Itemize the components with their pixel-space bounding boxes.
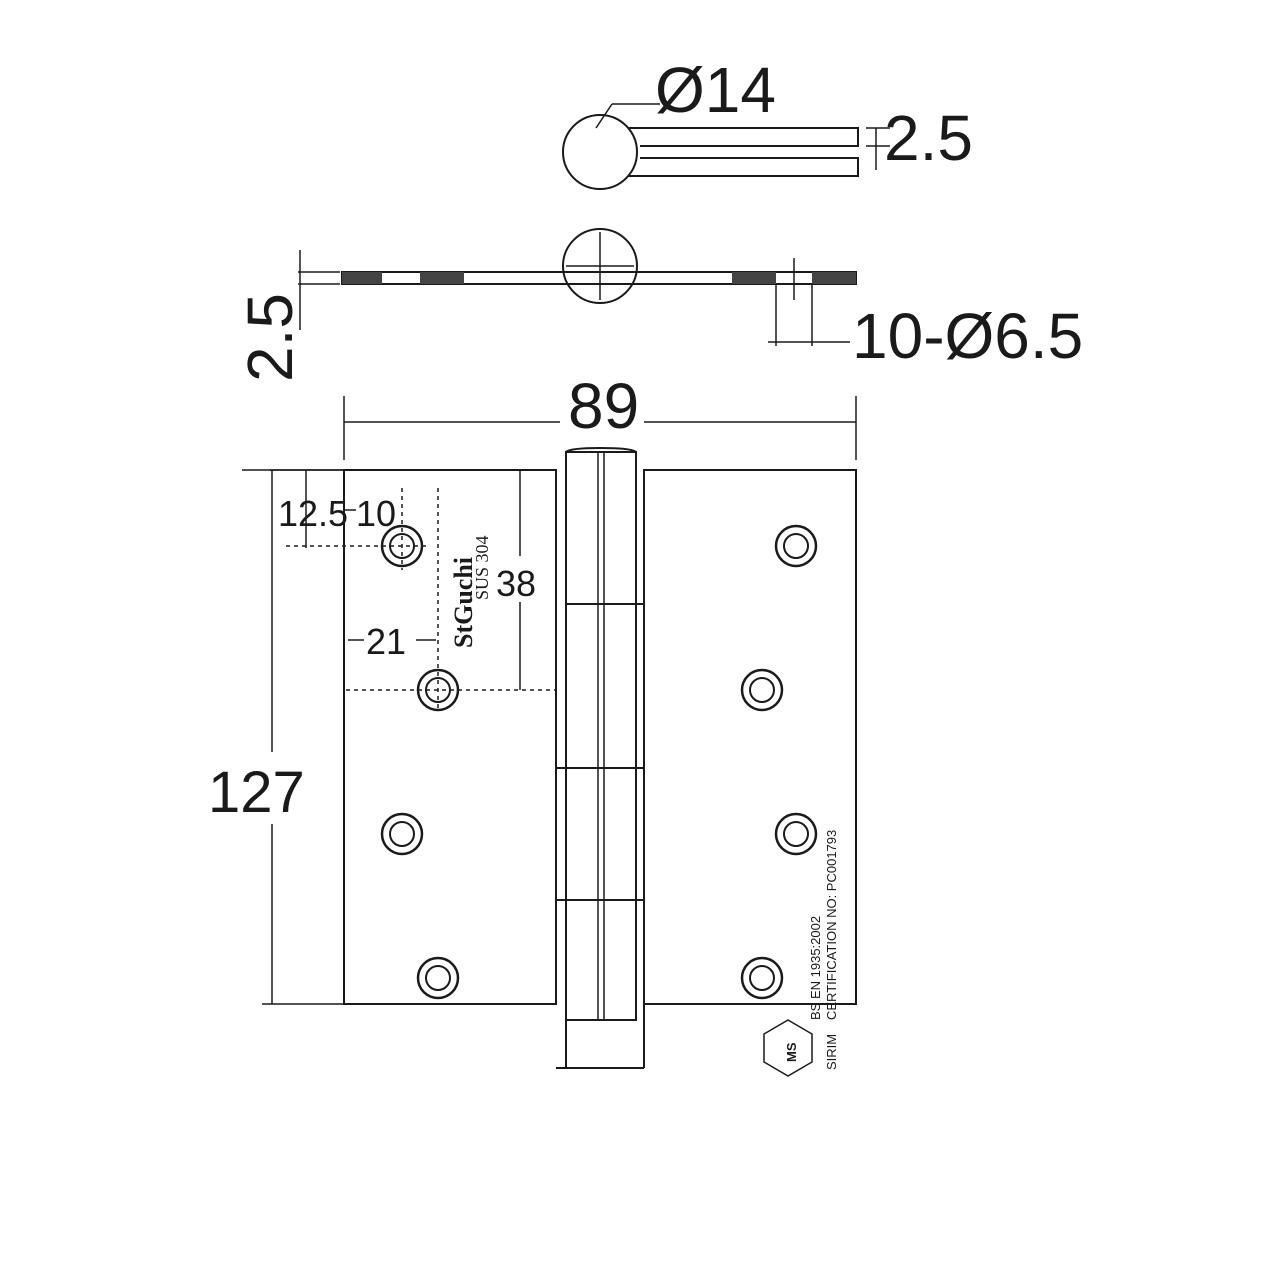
knuckle-circle-open: [562, 228, 638, 304]
hole-l4: [416, 956, 460, 1000]
hatch-4: [812, 272, 856, 284]
hole-r3: [774, 812, 818, 856]
logo-text: MS: [784, 1042, 799, 1062]
left-leaf: [343, 469, 557, 1005]
hole-dimensions: 12.5 10 21 38: [270, 469, 546, 690]
dim-38-bg: [494, 556, 546, 602]
leaf-upper-closed: [628, 127, 859, 147]
sirim-logo-icon: MS: [763, 1019, 813, 1077]
leaf-thickness-side-label: 2.5: [234, 293, 306, 382]
hole-r1: [774, 524, 818, 568]
edge-offset-label: 12.5: [278, 493, 348, 534]
hole-r2-inner: [749, 677, 775, 703]
hole-l4-inner: [425, 965, 451, 991]
knuckle-circle-closed: [562, 114, 638, 190]
hole-r4: [740, 956, 784, 1000]
height-label: 127: [208, 760, 305, 825]
width-label-bg: [560, 392, 644, 432]
leaf-thickness-top-label: 2.5: [884, 102, 973, 174]
hole-r1-inner: [783, 533, 809, 559]
material-mark: SUS 304: [472, 535, 492, 600]
height-dimension: 127: [208, 469, 344, 1005]
hole-l3: [380, 812, 424, 856]
hatch-1: [342, 272, 382, 284]
knuckle-barrel: [555, 446, 645, 1069]
closed-hinge-view: Ø14 2.5: [562, 54, 973, 190]
leaf-lower-closed: [628, 157, 859, 177]
cert-standard: BS EN 1935:2002: [808, 916, 823, 1020]
brand-mark: StGuchi: [449, 557, 478, 648]
logo-hexagon: [763, 1019, 813, 1077]
hatch-2: [420, 272, 464, 284]
second-offset-label: 21: [366, 621, 406, 662]
hole-r4-inner: [749, 965, 775, 991]
cert-body: SIRIM: [824, 1034, 839, 1070]
width-label: 89: [568, 370, 639, 442]
pin-diameter-label: Ø14: [655, 54, 776, 126]
hole-r2: [740, 668, 784, 712]
width-dimension: 89: [343, 370, 857, 460]
left-holes: [380, 524, 460, 1000]
hatch-3: [732, 272, 776, 284]
holes-label: 10-Ø6.5: [852, 300, 1083, 372]
hinge-front-view: StGuchi SUS 304 BS EN 1935:2002 CERTIFIC…: [286, 446, 857, 1077]
top-offset-label: 10: [356, 493, 396, 534]
barrel-outline: [565, 451, 637, 1021]
hole-l3-inner: [389, 821, 415, 847]
open-leaves-outline: [341, 271, 857, 285]
section-hinge-view: 10-Ø6.5 2.5: [234, 228, 1083, 382]
cert-number: CERTIFICATION NO: PC001793: [824, 830, 839, 1020]
right-holes: [740, 524, 818, 1000]
vertical-spacing-label: 38: [496, 563, 536, 604]
hole-r3-inner: [783, 821, 809, 847]
diameter-leader: [595, 103, 613, 129]
knuckle-caps: [565, 446, 637, 1068]
height-label-bg: [208, 752, 312, 824]
